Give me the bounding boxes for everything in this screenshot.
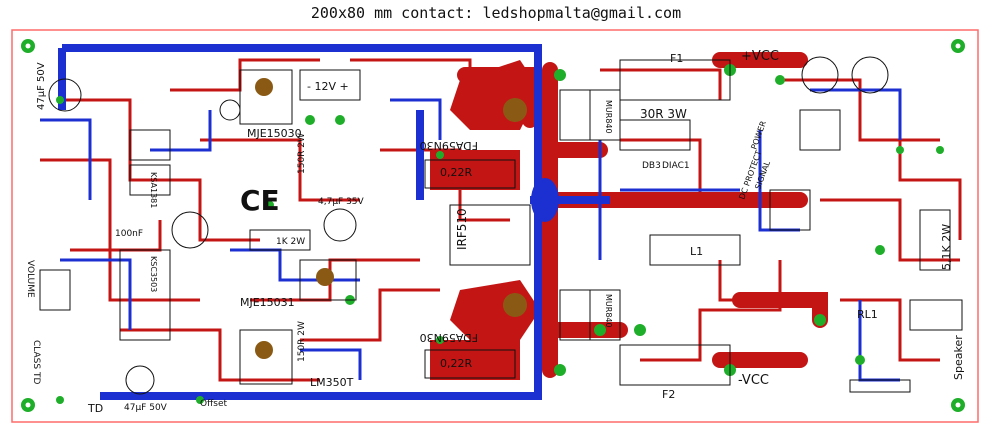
lm350t-label: LM350T [310, 376, 354, 389]
mur-bottom-label: MUR840 [604, 294, 613, 328]
db3-label: DB3 [642, 161, 661, 171]
vcc-positive-label: +VCC [741, 49, 779, 64]
irf510-label: IRF510 [455, 208, 469, 250]
fdaq-top-label: FDA59N30 [420, 139, 478, 152]
mounting-holes [21, 39, 965, 412]
cap-100nf-label: 100nF [115, 229, 143, 239]
r30-label: 30R 3W [640, 107, 687, 121]
inductor-l1-label: L1 [690, 245, 703, 258]
r51k-label: 5,1K 2W [940, 224, 953, 270]
minus12v-label: - 12V + [307, 80, 349, 93]
board-outline [11, 29, 979, 423]
green-pads [56, 64, 944, 404]
fuse-f2-label: F2 [662, 388, 675, 401]
diac1-label: DIAC1 [662, 161, 690, 171]
r1k2w-label: 1K 2W [276, 237, 305, 247]
r022-top-label: 0,22R [440, 166, 472, 179]
r150-top-label: 150R 2W [297, 133, 307, 174]
r150-bottom-label: 150R 2W [297, 321, 307, 362]
board-title: 200x80 mm contact: ledshopmalta@gmail.co… [310, 4, 682, 22]
td-label: TD [87, 402, 103, 415]
relay-rl1-label: RL1 [857, 308, 878, 321]
class-td-label: CLASS TD [31, 340, 41, 384]
speaker-label: Speaker [952, 335, 965, 380]
vcc-negative-label: -VCC [738, 373, 769, 388]
power-led-label: POWER [749, 119, 768, 150]
mur-top-label: MUR840 [604, 100, 613, 134]
r022-bottom-label: 0,22R [440, 357, 472, 370]
cap-47-left-label: 47µF 50V [36, 62, 47, 110]
ksc-label: KSC3503 [149, 256, 158, 292]
fuse-f1-label: F1 [670, 52, 683, 65]
ksa-label: KSA1381 [149, 172, 158, 208]
offset-label: Offset [200, 399, 228, 409]
mje15031-label: MJE15031 [240, 296, 295, 309]
large-pads [255, 78, 527, 359]
cap-47-bottom-label: 47µF 50V [124, 403, 168, 413]
blue-bus-node [531, 178, 559, 222]
fdaq-bottom-label: FDA59N30 [420, 331, 478, 344]
ce-mark: CE [240, 184, 280, 217]
mje15030-label: MJE15030 [247, 127, 302, 140]
volume-label: VOLUME [25, 260, 35, 298]
cap-47-35-label: 4,7µF 35V [318, 197, 365, 207]
component-outlines [39, 56, 963, 395]
